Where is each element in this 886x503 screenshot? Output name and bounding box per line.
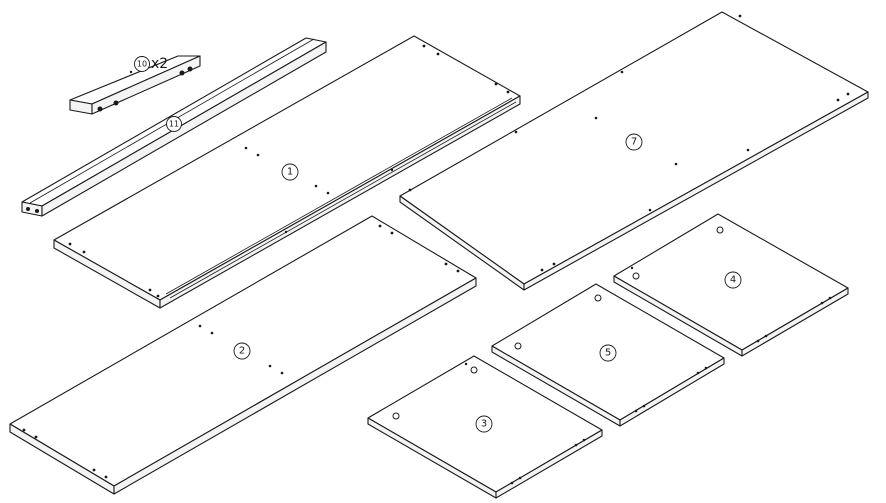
part-label-1-text: 1: [287, 167, 293, 178]
part-10-quantity: x2: [151, 56, 168, 72]
part-label-3-text: 3: [481, 419, 487, 430]
part-label-10: 10 x2: [134, 56, 168, 72]
part-10-block: [69, 55, 201, 115]
part-label-4: 4: [724, 271, 742, 289]
part-label-11-text: 11: [169, 120, 179, 129]
part-label-5: 5: [599, 344, 617, 362]
part-label-4-text: 4: [730, 275, 736, 286]
part-label-2-text: 2: [239, 346, 245, 357]
part-label-10-text: 10: [137, 60, 147, 69]
part-label-5-text: 5: [605, 348, 611, 359]
part-label-7-text: 7: [631, 137, 637, 148]
part-label-7: 7: [625, 133, 643, 151]
part-7-panel: [399, 11, 869, 291]
part-label-1: 1: [281, 163, 299, 181]
part-label-3: 3: [475, 415, 493, 433]
part-label-11: 11: [166, 116, 182, 132]
part-label-2: 2: [233, 342, 251, 360]
